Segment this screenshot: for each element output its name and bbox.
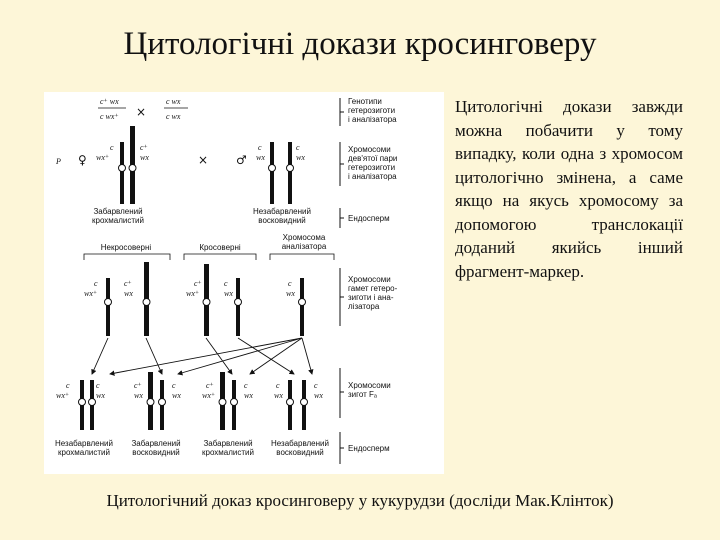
svg-text:wx: wx bbox=[314, 391, 323, 400]
svg-text:wx: wx bbox=[296, 153, 305, 162]
svg-text:c: c bbox=[172, 381, 176, 390]
svg-text:c⁺: c⁺ bbox=[206, 381, 214, 390]
svg-text:c: c bbox=[288, 279, 292, 288]
cross-symbol-top: × bbox=[136, 105, 146, 119]
svg-text:c: c bbox=[224, 279, 228, 288]
svg-text:wx: wx bbox=[96, 391, 105, 400]
female-chromosomes: cwx⁺ c⁺wx bbox=[96, 126, 149, 204]
label-crossover: Кросоверні bbox=[199, 243, 241, 252]
gamete-chromosomes: cwx⁺ c⁺wx c⁺wx⁺ cwx cwx bbox=[84, 262, 306, 336]
svg-text:c⁺: c⁺ bbox=[140, 143, 148, 152]
zygote-chromosomes: cwx⁺ cwx c⁺wx cwx c⁺wx⁺ cwx cwx cwx bbox=[56, 372, 323, 430]
svg-text:c⁺: c⁺ bbox=[194, 279, 202, 288]
svg-text:wx: wx bbox=[124, 289, 133, 298]
male-symbol: ♂ bbox=[236, 153, 247, 167]
svg-text:wx: wx bbox=[274, 391, 283, 400]
svg-text:wx: wx bbox=[172, 391, 181, 400]
svg-text:wx: wx bbox=[224, 289, 233, 298]
svg-text:wx⁺: wx⁺ bbox=[84, 289, 97, 298]
cross-symbol: × bbox=[198, 153, 208, 167]
genotype-female-top: c⁺ wx bbox=[100, 97, 119, 106]
svg-text:c: c bbox=[244, 381, 248, 390]
genotype-female-bottom: c wx⁺ bbox=[100, 112, 119, 121]
female-symbol: ♀ bbox=[78, 153, 87, 167]
right-brackets bbox=[339, 98, 344, 464]
svg-text:c: c bbox=[296, 143, 300, 152]
male-chromosomes: cwx cwx bbox=[256, 142, 305, 204]
svg-text:wx: wx bbox=[256, 153, 265, 162]
svg-text:wx⁺: wx⁺ bbox=[202, 391, 215, 400]
svg-text:c⁺: c⁺ bbox=[134, 381, 142, 390]
svg-text:c: c bbox=[314, 381, 318, 390]
svg-text:wx: wx bbox=[134, 391, 143, 400]
svg-text:c: c bbox=[96, 381, 100, 390]
svg-text:wx⁺: wx⁺ bbox=[96, 153, 109, 162]
figure-caption: Цитологічний доказ кросинговеру у кукуру… bbox=[106, 491, 614, 510]
description-text: Цитологічні докази завжди можна побачити… bbox=[455, 97, 683, 281]
svg-text:c: c bbox=[110, 143, 114, 152]
label-noncrossover: Некросоверні bbox=[101, 243, 152, 252]
genotype-male-top: c wx bbox=[166, 97, 181, 106]
svg-text:wx: wx bbox=[286, 289, 295, 298]
slide-title: Цитологічні докази кросинговеру bbox=[123, 26, 597, 62]
genotype-male-bottom: c wx bbox=[166, 112, 181, 121]
svg-text:wx: wx bbox=[140, 153, 149, 162]
label-endosperm-bottom: Ендосперм bbox=[348, 444, 390, 453]
svg-text:wx: wx bbox=[244, 391, 253, 400]
svg-text:c: c bbox=[258, 143, 262, 152]
svg-text:c: c bbox=[276, 381, 280, 390]
svg-text:c: c bbox=[66, 381, 70, 390]
label-endosperm-top: Ендосперм bbox=[348, 214, 390, 223]
svg-text:c: c bbox=[94, 279, 98, 288]
generation-p: P bbox=[55, 157, 61, 166]
svg-text:c⁺: c⁺ bbox=[124, 279, 132, 288]
svg-text:wx⁺: wx⁺ bbox=[186, 289, 199, 298]
svg-text:wx⁺: wx⁺ bbox=[56, 391, 69, 400]
